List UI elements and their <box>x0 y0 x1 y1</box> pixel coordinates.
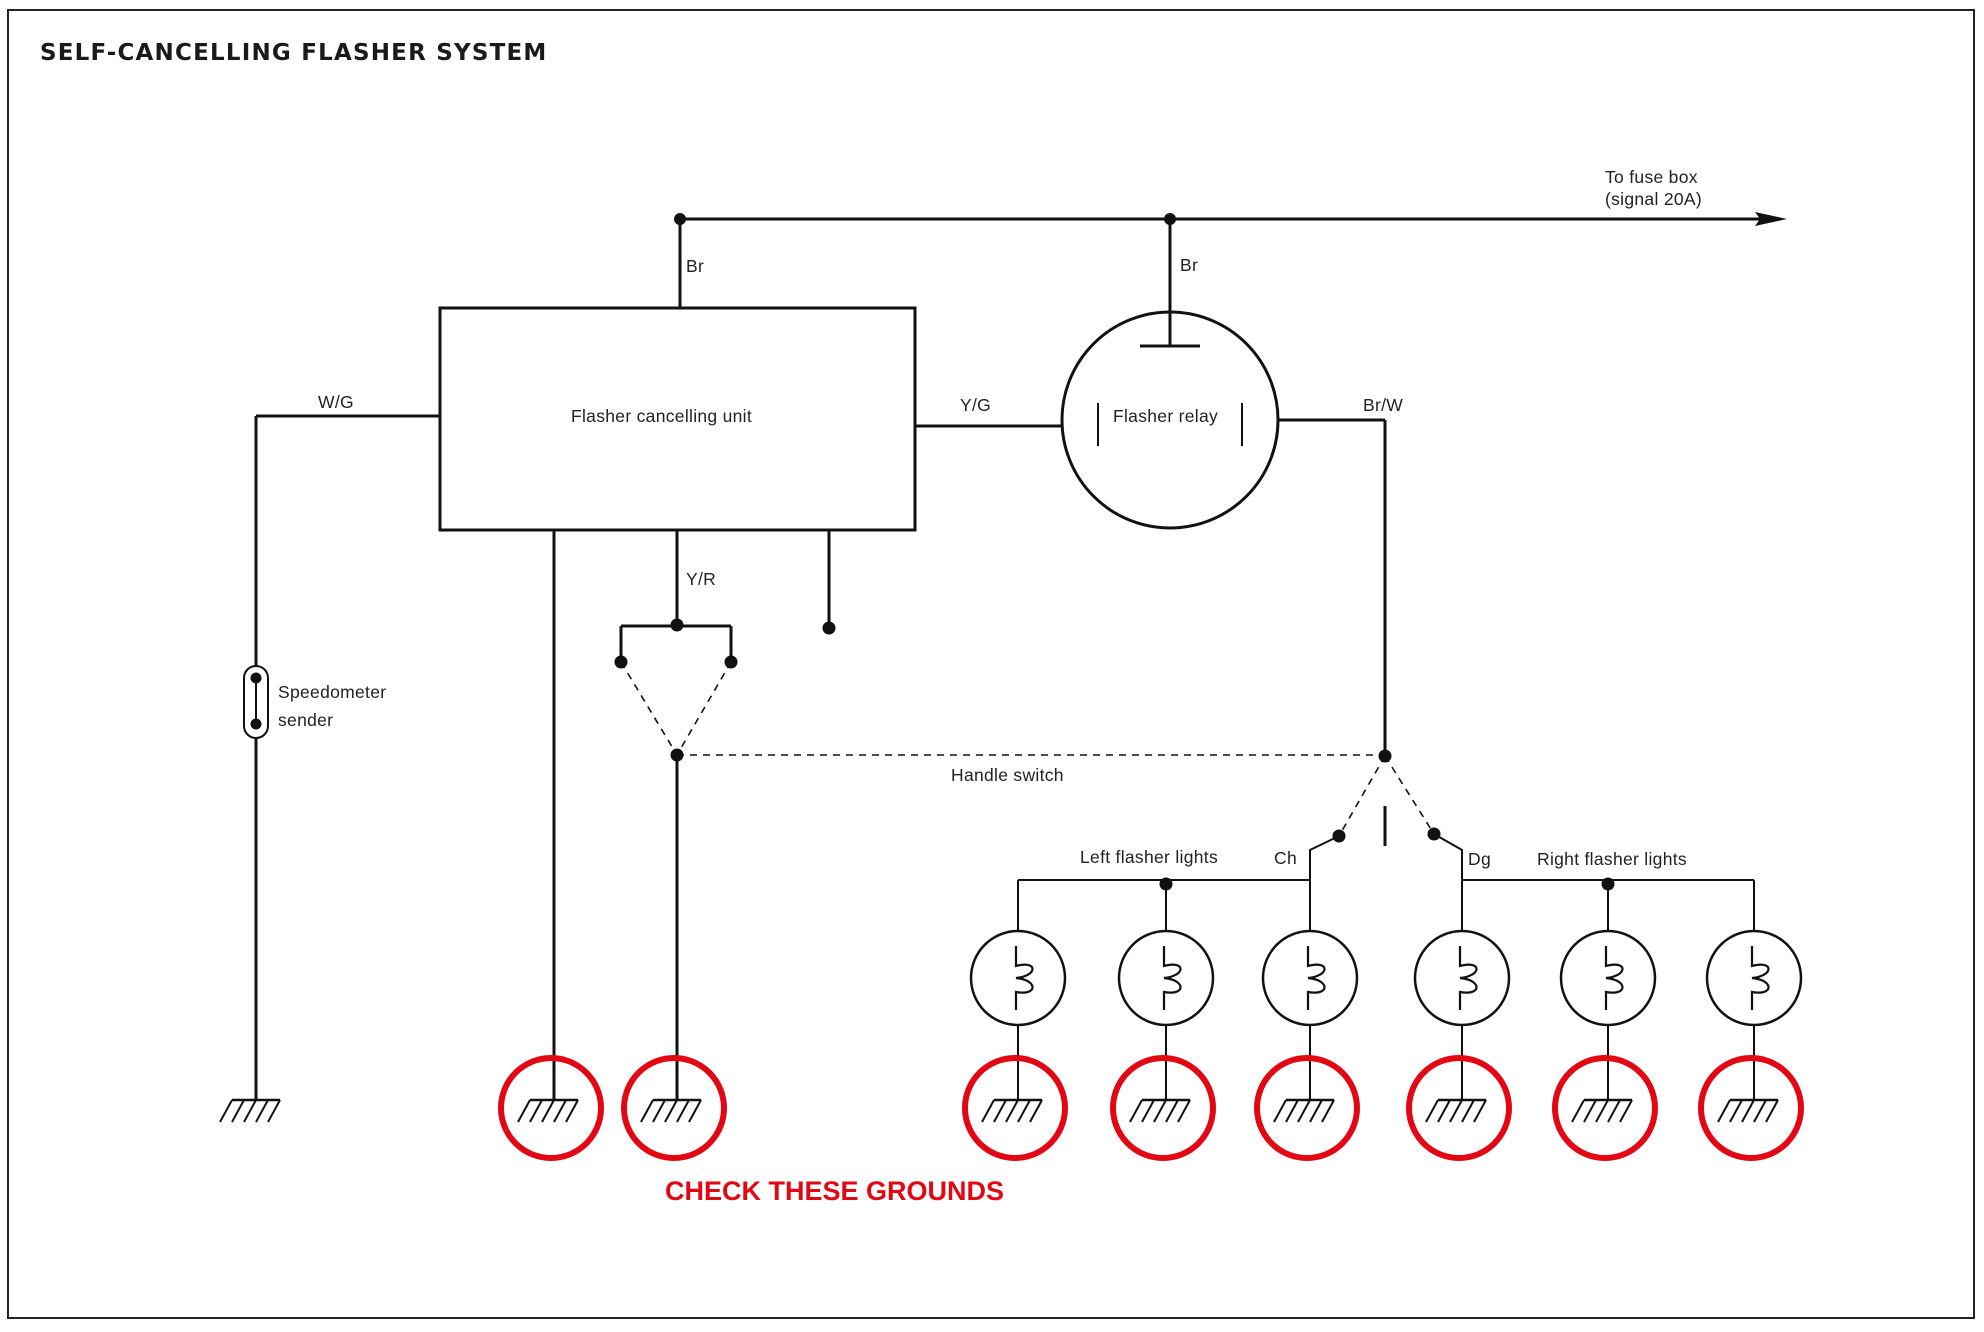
left-lights-bus <box>1018 877 1310 891</box>
page-border <box>7 9 1975 1319</box>
ground-highlight-1 <box>498 1055 604 1161</box>
ground-highlight-2 <box>621 1055 727 1161</box>
flasher-lamp-3 <box>1261 880 1359 1100</box>
ground-symbol-7 <box>1425 1098 1487 1123</box>
flasher-lamps <box>969 880 1803 1100</box>
flasher-lamp-4 <box>1413 880 1511 1100</box>
wire-label-dg: Dg <box>1468 849 1491 869</box>
wire-label-wg: W/G <box>318 392 354 412</box>
left-flasher-lights-label: Left flasher lights <box>1080 847 1218 867</box>
ground-symbol-6 <box>1273 1098 1335 1123</box>
wire-label-ch: Ch <box>1274 848 1297 868</box>
fuse-box-rating: (signal 20A) <box>1605 189 1702 209</box>
unused-terminal <box>822 530 836 635</box>
flasher-lamp-1 <box>969 880 1067 1100</box>
ground-highlight-3 <box>962 1055 1068 1161</box>
speedometer-sender-label: Speedometer <box>278 682 386 702</box>
wire-label-brw: Br/W <box>1363 395 1403 415</box>
ground-highlights <box>498 1055 1804 1161</box>
speedometer-sender <box>243 665 269 739</box>
ground-symbol-2 <box>517 1098 579 1123</box>
right-flasher-lights-label: Right flasher lights <box>1537 849 1687 869</box>
flasher-lamp-5 <box>1559 880 1657 1100</box>
ground-highlight-8 <box>1698 1055 1804 1161</box>
ground-symbol-5 <box>1129 1098 1191 1123</box>
ground-symbol-3 <box>640 1098 702 1123</box>
speedometer-sender-label-2: sender <box>278 710 333 730</box>
handle-switch-label: Handle switch <box>951 765 1064 785</box>
supply-bus <box>674 212 1787 348</box>
flasher-lamp-6 <box>1705 880 1803 1100</box>
handle-switch-right <box>1309 755 1463 880</box>
ground-highlight-7 <box>1552 1055 1658 1161</box>
fuse-box-label: To fuse box <box>1605 167 1698 187</box>
flasher-cancelling-unit-label: Flasher cancelling unit <box>571 406 752 426</box>
ground-highlight-5 <box>1254 1055 1360 1161</box>
wire-label-yg: Y/G <box>960 395 991 415</box>
ground-highlight-4 <box>1110 1055 1216 1161</box>
ground-symbol-9 <box>1717 1098 1779 1123</box>
diagram-title: SELF-CANCELLING FLASHER SYSTEM <box>40 40 548 66</box>
flasher-lamp-2 <box>1117 880 1215 1100</box>
wire-label-br-left: Br <box>686 256 704 276</box>
wg-wire <box>254 414 440 1100</box>
brw-wire <box>1278 418 1392 763</box>
ground-symbol-4 <box>981 1098 1043 1123</box>
flasher-relay-label: Flasher relay <box>1113 406 1218 426</box>
ground-symbol-1 <box>219 1098 281 1123</box>
ground-highlight-6 <box>1406 1055 1512 1161</box>
wire-label-br-right: Br <box>1180 255 1198 275</box>
handle-switch-left <box>614 530 738 1100</box>
check-grounds-annotation: CHECK THESE GROUNDS <box>665 1176 1004 1206</box>
ground-symbols <box>219 1098 1779 1123</box>
ground-symbol-8 <box>1571 1098 1633 1123</box>
wire-label-yr: Y/R <box>686 569 716 589</box>
